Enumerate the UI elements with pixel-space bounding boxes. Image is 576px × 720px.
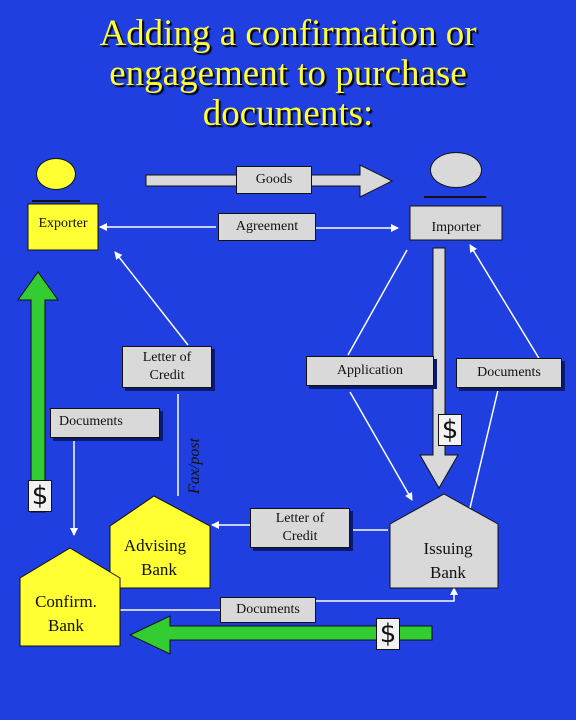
documents-right-label: Documents — [456, 358, 562, 388]
application-label: Application — [306, 356, 434, 386]
agreement-label: Agreement — [218, 213, 316, 241]
advising-bank-label: Advising Bank — [110, 534, 200, 582]
advising-bank-line-1: Advising — [123, 536, 187, 555]
loc-upper-line-1: Letter of — [142, 350, 192, 365]
confirm-bank-label: Confirm. Bank — [20, 590, 112, 638]
importer-divider — [424, 196, 486, 198]
documents-to-importer-line — [469, 244, 541, 361]
confirm-bank-line-1: Confirm. — [35, 592, 97, 611]
issuing-bank-shape — [389, 493, 499, 589]
payment-down-arrow — [419, 247, 459, 490]
title-line-2: engagement to purchase — [109, 53, 467, 94]
importer-head — [430, 152, 482, 188]
importer-label: Importer — [431, 220, 481, 235]
exporter-label: Exporter — [38, 216, 88, 231]
advising-bank-shape — [109, 495, 211, 589]
loc-to-exporter-line — [114, 251, 189, 346]
dollar-icon-left: $ — [28, 480, 52, 512]
issuing-bank-line-2: Bank — [430, 563, 466, 582]
documents-right-line — [469, 389, 499, 509]
dollar-icon-right: $ — [438, 414, 462, 446]
title-line-3: documents: — [202, 93, 374, 134]
title-line-1: Adding a confirmation or — [99, 13, 477, 54]
page-title: Adding a confirmation or engagement to p… — [0, 14, 576, 134]
exporter-head — [36, 158, 76, 190]
goods-label: Goods — [236, 166, 312, 194]
documents-to-issuing-line — [316, 587, 458, 602]
exporter-body — [27, 203, 99, 251]
fax-post-box — [180, 394, 204, 494]
issuing-bank-line-1: Issuing — [423, 539, 473, 558]
exporter-divider — [32, 200, 80, 202]
letter-of-credit-upper: Letter of Credit — [122, 346, 212, 388]
documents-left-label: Documents — [50, 408, 160, 438]
dollar-icon-bottom: $ — [376, 618, 400, 650]
loc-upper-line-2: Credit — [149, 368, 185, 383]
importer-to-application-line — [347, 249, 408, 356]
payment-up-arrow — [17, 271, 59, 513]
application-to-issuing-line — [349, 391, 413, 501]
advising-bank-line-2: Bank — [141, 560, 177, 579]
loc-lower-line-2: Credit — [282, 529, 318, 544]
confirm-bank-shape — [19, 547, 121, 647]
issuing-bank-label: Issuing Bank — [400, 537, 496, 585]
importer-body — [409, 205, 503, 241]
confirm-bank-line-2: Bank — [48, 616, 84, 635]
loc-lower-line-1: Letter of — [275, 511, 325, 526]
documents-bottom-label: Documents — [220, 597, 316, 623]
letter-of-credit-lower: Letter of Credit — [250, 508, 350, 548]
